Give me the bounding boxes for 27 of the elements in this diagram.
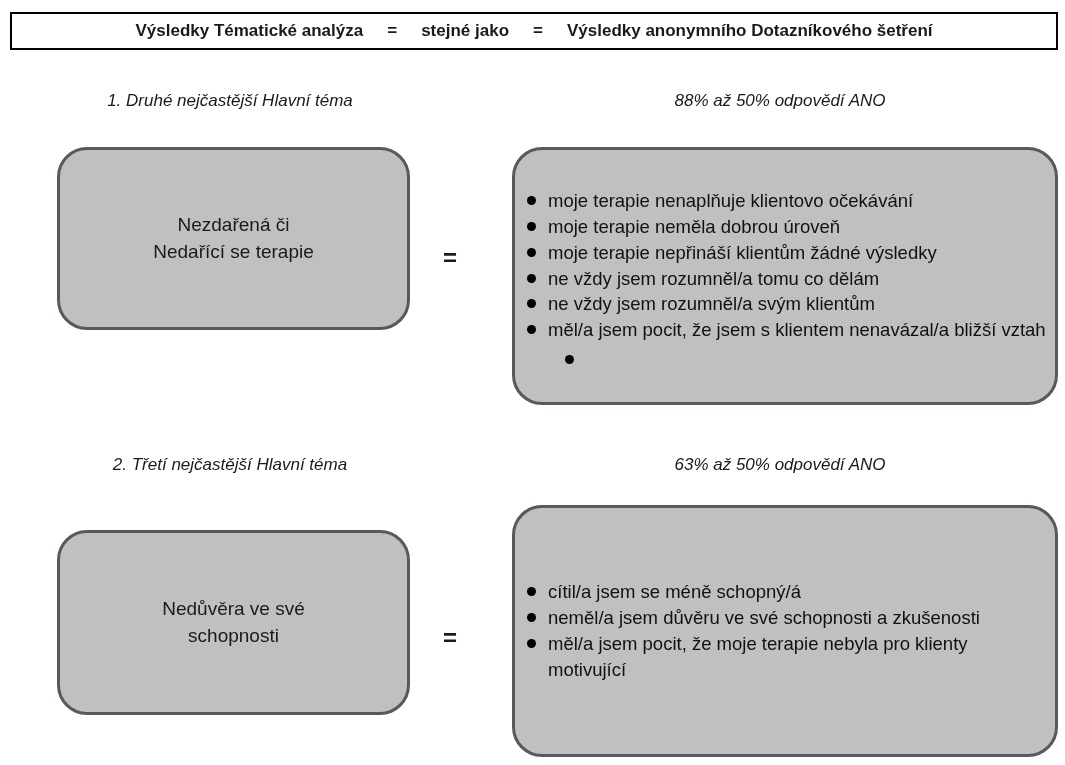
result-text: měl/a jsem pocit, že jsem s klientem nenavázal/a bližší vztah — [548, 318, 1046, 343]
header-box — [10, 12, 1058, 50]
result-text: moje terapie nepřináší klientům žádné výsledky — [548, 240, 937, 265]
result-text: ne vždy jsem rozumněl/a tomu co dělám — [548, 266, 880, 291]
result-text: cítil/a jsem se méně schopný/á — [548, 580, 801, 605]
theme-box — [57, 147, 410, 330]
header-text: stejné jako — [421, 20, 509, 43]
equals-sign: = — [442, 243, 458, 273]
theme-box — [57, 530, 410, 715]
result-text: ne vždy jsem rozumněl/a svým klientům — [548, 292, 875, 317]
result-text: neměl/a jsem důvěru ve své schopnosti a zkušenosti — [548, 606, 980, 631]
result-text: moje terapie nenaplňuje klientovo očekávání — [548, 188, 914, 213]
header-text: Výsledky anonymního Dotazníkového šetření — [566, 20, 933, 43]
result-text: moje terapie neměla dobrou úroveň — [548, 214, 841, 239]
header-text: = — [387, 20, 398, 43]
theme-text: Nezdařená či Nedařící se terapie — [152, 213, 315, 264]
header-text: = — [533, 20, 543, 43]
equals-sign: = — [442, 623, 458, 653]
section-heading: 2. Třetí nejčastější Hlavní téma — [111, 454, 349, 476]
results-box — [512, 505, 1058, 757]
theme-text: Nedůvěra ve své schopnosti — [161, 597, 306, 648]
results-box — [512, 147, 1058, 405]
section-heading: 63% až 50% odpovědí ANO — [673, 454, 887, 476]
section-heading: 88% až 50% odpovědí ANO — [673, 90, 887, 112]
header-text: Výsledky Tématické analýza — [135, 20, 364, 43]
result-text: měl/a jsem pocit, že moje terapie nebyla pro klienty motivující — [548, 632, 969, 682]
section-heading: 1. Druhé nejčastější Hlavní téma — [106, 90, 354, 112]
